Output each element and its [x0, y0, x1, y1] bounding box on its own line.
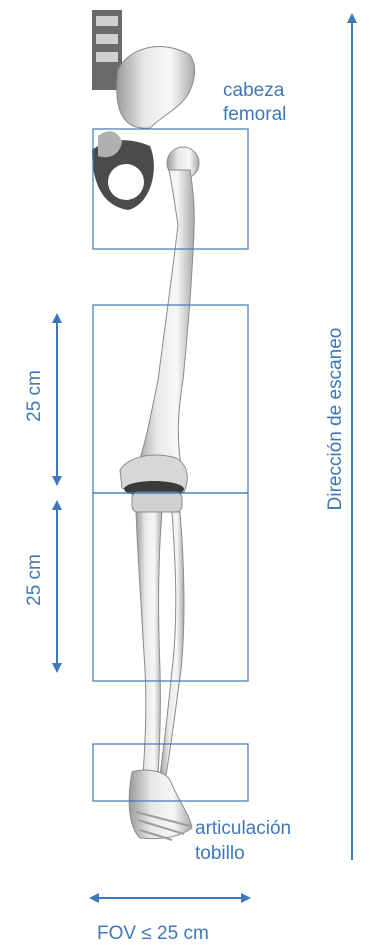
label-fov: FOV ≤ 25 cm [97, 923, 209, 945]
label-segment-upper: 25 cm [24, 370, 46, 422]
label-ankle-joint-line1: articulación [195, 818, 291, 840]
knee [124, 481, 184, 512]
label-segment-lower: 25 cm [24, 554, 46, 606]
leg-skeleton-image [92, 10, 199, 840]
label-femoral-head-line2: femoral [223, 104, 286, 126]
scan-box-lower-leg [93, 493, 248, 681]
label-scan-direction: Dirección de escaneo [325, 328, 347, 511]
label-femoral-head-line1: cabeza [223, 80, 284, 102]
label-ankle-joint-line2: tobillo [195, 843, 245, 865]
tibia-fibula [136, 512, 184, 775]
foot [129, 770, 192, 840]
